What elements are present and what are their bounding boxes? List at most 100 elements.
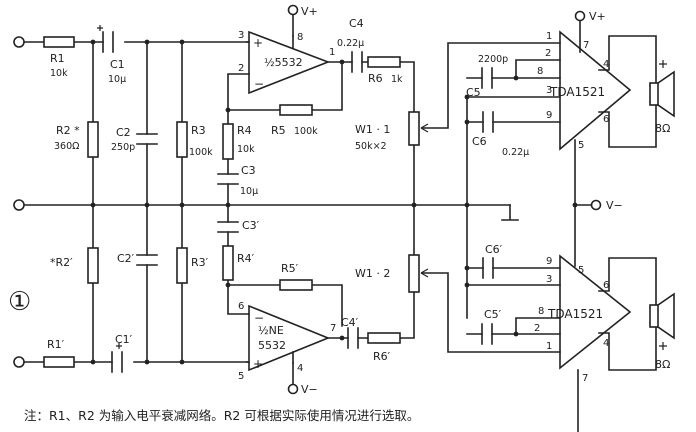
pin-tda2-4: 4 [603,338,609,349]
capacitor-c1-plus [97,25,103,31]
label-vminus-bottom: V− [301,383,318,396]
pin-tda2-9: 9 [546,256,552,267]
opamp-vplus-terminal [287,4,299,16]
tda-vminus-terminal [590,199,602,211]
resistor-r1 [43,36,75,48]
capacitor-c3 [217,173,239,185]
pin-tda1-5: 5 [578,140,584,151]
label-c4-value: 0.22μ [337,38,364,49]
label-r2-value: 360Ω [54,141,79,152]
footnote: 注：R1、R2 为输入电平衰减网络。R2 可根据实际使用情况进行选取。 [24,408,420,423]
label-c6-prime: C6′ [485,243,503,256]
label-r4-prime: R4′ [237,252,255,265]
figure-number: ① [8,287,31,317]
resistors [43,36,420,368]
opamp-2-minus-sign: − [254,311,264,325]
label-c5-value: 2200p [478,54,508,65]
potentiometer-w1-2 [408,254,420,293]
speaker-top [649,70,675,118]
label-r6-prime: R6′ [373,350,391,363]
capacitor-c4 [351,51,363,73]
resistor-r1-prime [43,356,75,368]
pin-op2-in-minus: 6 [238,301,244,312]
pin-tda1-6: 6 [603,114,609,125]
tda-vplus-terminal [574,10,586,22]
opamp-2-symbol [248,304,331,372]
opamp-1-minus-sign: − [254,77,264,91]
capacitor-c1 [102,31,114,53]
resistor-r4 [222,123,234,160]
pin-tda1-7: 7 [583,40,589,51]
capacitor-c2 [136,133,158,145]
resistor-r2-prime [87,247,99,284]
input-terminal-top [13,36,25,48]
label-tda1521-top: TDA1521 [549,85,605,99]
label-c2: C2 [116,126,131,139]
pin-tda2-8: 8 [538,306,544,317]
label-c4-prime: C4′ [341,316,359,329]
label-r3-value: 100k [189,147,213,158]
label-vplus-top: V+ [301,5,318,18]
pin-tda2-2: 2 [534,323,540,334]
label-c1-prime: C1′ [115,333,133,346]
label-r5: R5 [271,124,286,137]
label-c1: C1 [110,58,125,71]
resistor-r6 [367,56,401,68]
capacitor-c6-prime [482,257,494,279]
label-r5-prime: R5′ [281,262,299,275]
pin-tda2-5: 5 [578,265,584,276]
input-terminal-bottom [13,356,25,368]
pin-op1-vcc: 8 [297,32,303,43]
label-r3: R3 [191,124,206,137]
pin-op2-in-plus: 5 [238,371,244,382]
pin-tda2-6: 6 [603,280,609,291]
label-vplus-right: V+ [589,10,606,23]
tda1521-top-symbol [559,30,632,151]
capacitor-c2-prime [136,254,158,266]
resistor-r5-prime [279,279,313,291]
label-r1-value: 10k [50,68,68,79]
resistor-r4-prime [222,245,234,281]
pin-tda2-3: 3 [546,274,552,285]
pin-tda2-7: 7 [582,373,588,384]
label-r2-prime: *R2′ [50,256,73,269]
label-w1-2: W1 · 2 [355,267,390,280]
resistor-r2 [87,121,99,158]
ground-terminal [13,199,25,211]
label-opamp-top: ½5532 [264,56,303,69]
label-w1-value: 50k×2 [355,141,387,152]
capacitor-c5-prime [481,323,493,345]
label-speaker-bottom: 8Ω [655,358,670,371]
pin-numbers: 3 2 8 1 6 5 4 7 1 2 8 3 9 7 4 6 5 9 3 8 … [238,30,609,384]
label-r1: R1 [50,52,65,65]
pin-op1-in-minus: 2 [238,63,244,74]
pin-tda1-8: 8 [537,66,543,77]
label-c6-value: 0.22μ [502,147,529,158]
wiring [23,13,657,432]
capacitor-c4-prime [347,327,359,349]
capacitor-c3-prime [217,221,239,233]
label-w1-1: W1 · 1 [355,123,390,136]
label-c3: C3 [241,164,256,177]
label-opamp-bottom-line1: ½NE [258,324,284,337]
label-tda1521-bottom: TDA1521 [547,307,603,321]
label-vminus-right: V− [606,199,623,212]
pin-tda1-3: 3 [546,85,552,96]
pin-op2-vee: 4 [297,363,303,374]
label-r1-prime: R1′ [47,338,65,351]
label-speaker-top: 8Ω [655,122,670,135]
resistor-r6-prime [367,332,401,344]
label-c3-value: 10μ [240,186,258,197]
resistor-r3-prime [176,247,188,284]
pin-op1-in-plus: 3 [238,30,244,41]
label-c4: C4 [349,17,364,30]
pin-tda1-9: 9 [546,110,552,121]
resistor-r5 [279,104,313,116]
capacitors [97,25,494,373]
label-c6: C6 [472,135,487,148]
w1-2-wiper-arrow [420,268,429,278]
opamp-2-plus-sign: + [253,357,263,371]
speaker-top-plus-sign [659,60,667,68]
pin-op2-out: 7 [330,323,336,334]
